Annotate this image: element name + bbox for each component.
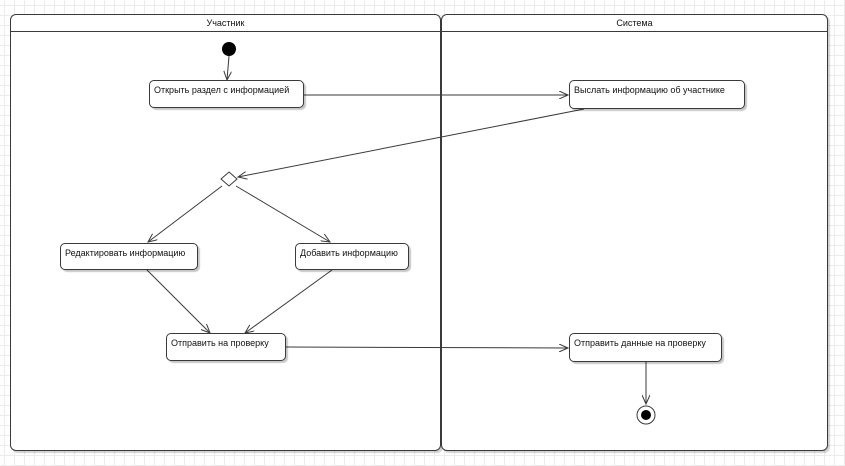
start-node	[222, 42, 236, 56]
edge-start-to-open	[227, 55, 229, 80]
edge-decision-to-add	[235, 185, 330, 242]
edge-edit-to-submit	[146, 269, 210, 333]
swimlane-participant-title: Участник	[11, 15, 440, 32]
decision-node	[220, 171, 238, 187]
edge-send-to-decision	[238, 108, 585, 177]
action-send-info[interactable]: Выслать информацию об участнике	[569, 80, 745, 109]
action-edit-info[interactable]: Редактировать информацию	[60, 243, 198, 270]
edge-add-to-submit	[245, 269, 333, 333]
action-open-info[interactable]: Открыть раздел с информацией	[149, 80, 304, 108]
action-send-data-review[interactable]: Отправить данные на проверку	[569, 333, 722, 362]
edge-submit-to-send-data	[285, 347, 568, 348]
end-node-inner	[641, 410, 651, 420]
action-add-info[interactable]: Добавить информацию	[295, 243, 409, 270]
edge-decision-to-edit	[148, 185, 223, 242]
action-submit-review[interactable]: Отправить на проверку	[166, 333, 286, 361]
swimlane-system-title: Система	[442, 15, 827, 32]
